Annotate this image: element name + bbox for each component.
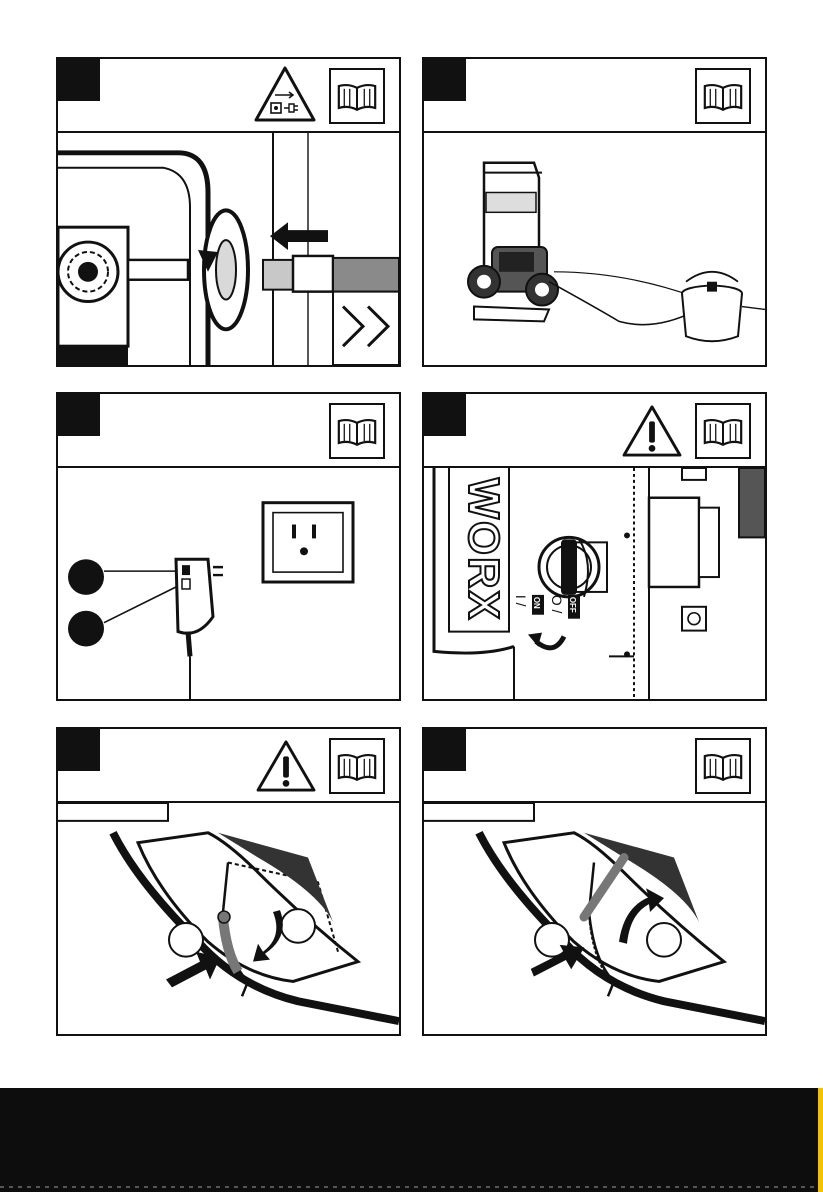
callout-circle-2 xyxy=(647,923,681,957)
panel-header xyxy=(424,394,765,468)
panel-trigger-lock-release xyxy=(422,727,767,1036)
manual-book-icon xyxy=(329,68,385,124)
step-number-box xyxy=(58,729,100,771)
panel-connect-inlet xyxy=(56,57,401,367)
footer-dotted-line xyxy=(0,1186,823,1188)
trigger-lock-engage-illustration xyxy=(58,803,399,1034)
unplug-warning-icon xyxy=(253,65,317,128)
switch-on-symbol: I / xyxy=(513,595,529,607)
panel-header xyxy=(58,59,399,133)
trigger-lock-release-illustration xyxy=(424,803,765,1034)
panel-gfci-plug xyxy=(56,392,401,701)
manual-book-icon xyxy=(695,403,751,459)
brand-fragment: WORX xyxy=(459,478,508,622)
power-switch-illustration: WORX ON I / OFF O / xyxy=(424,468,765,699)
panel-water-supply xyxy=(422,57,767,367)
inlet-illustration xyxy=(58,133,399,365)
page-footer-band xyxy=(0,1088,823,1192)
manual-book-icon xyxy=(695,68,751,124)
panel-header xyxy=(58,729,399,803)
pressure-washer-bucket-illustration xyxy=(424,133,765,365)
callout-circle-1 xyxy=(169,923,203,957)
callout-circle-2 xyxy=(281,909,315,943)
switch-off-symbol: O / xyxy=(549,595,565,614)
footer-accent-edge xyxy=(818,1088,823,1192)
step-number-box xyxy=(58,394,100,436)
callout-circle-1 xyxy=(68,559,104,595)
step-number-box xyxy=(424,394,466,436)
panel-header xyxy=(424,729,765,803)
step-number-box xyxy=(424,59,466,101)
switch-on-text: ON xyxy=(532,597,541,609)
gfci-plug-illustration xyxy=(58,468,399,699)
panel-header xyxy=(424,59,765,133)
manual-book-icon xyxy=(329,403,385,459)
step-number-box xyxy=(424,729,466,771)
panel-trigger-lock-engage xyxy=(56,727,401,1036)
manual-book-icon xyxy=(695,738,751,794)
warning-triangle-icon xyxy=(621,404,683,463)
manual-book-icon xyxy=(329,738,385,794)
panel-power-switch: WORX ON I / OFF O / xyxy=(422,392,767,701)
callout-circle-2 xyxy=(68,611,104,647)
warning-triangle-icon xyxy=(255,739,317,798)
switch-off-text: OFF xyxy=(568,597,577,613)
panel-header xyxy=(58,394,399,468)
step-number-box xyxy=(58,59,100,101)
